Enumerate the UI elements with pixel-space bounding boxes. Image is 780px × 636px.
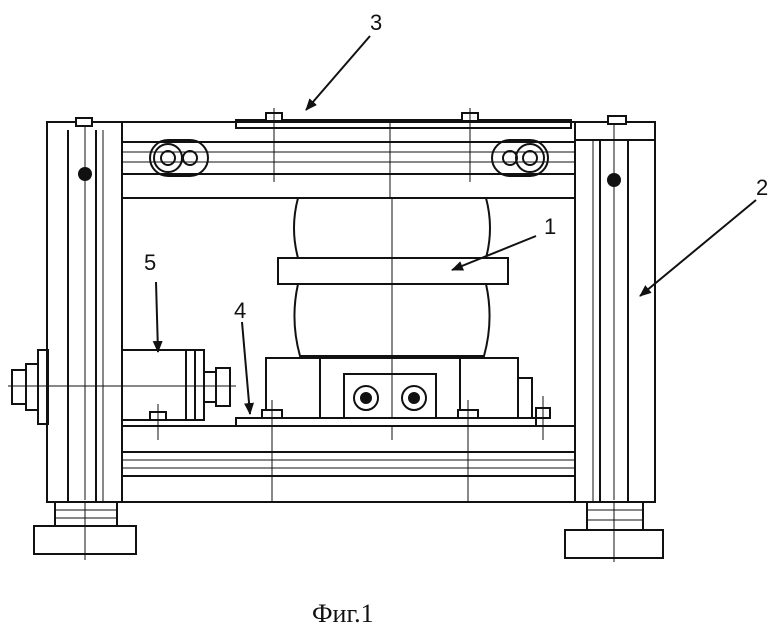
left-column [47,118,122,502]
figure-caption: Фиг.1 [312,599,374,628]
callout-2: 2 [756,175,768,200]
callout-4: 4 [234,298,246,323]
bottom-crossbeam [122,426,575,502]
left-foot [34,502,136,560]
base-plate [236,358,550,440]
right-column [575,116,655,502]
top-crossbeam [122,108,575,198]
callout-1: 1 [544,214,556,239]
callout-5: 5 [144,250,156,275]
right-foot [565,502,663,562]
callout-3: 3 [370,10,382,35]
specimen [278,198,508,440]
